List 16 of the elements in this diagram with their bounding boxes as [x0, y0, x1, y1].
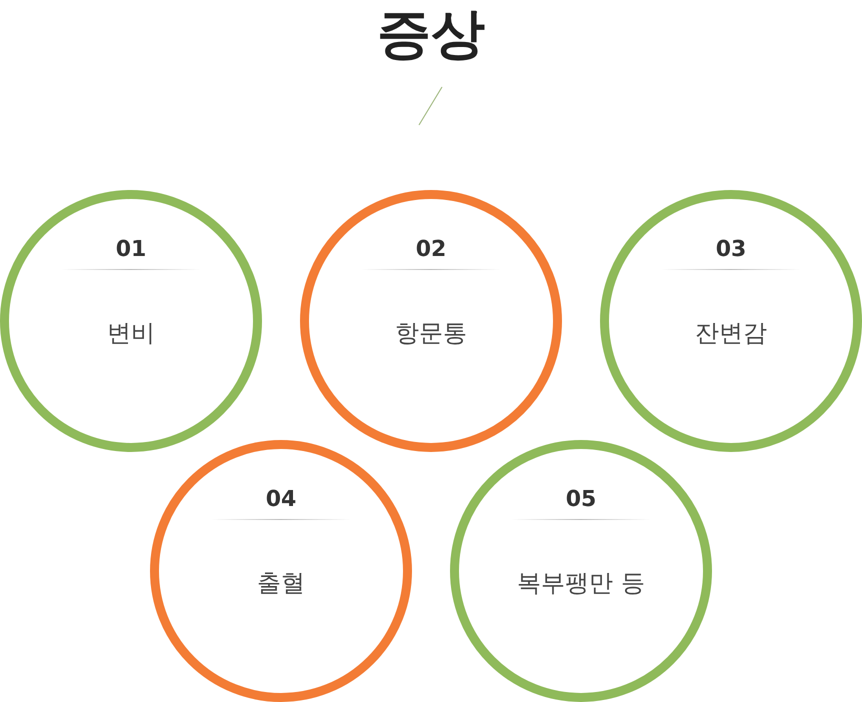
- step-number: 05: [566, 487, 596, 512]
- circle-node: [300, 190, 562, 452]
- symptom-label: 잔변감: [695, 318, 767, 349]
- circle-node: [600, 190, 862, 452]
- step-number: 03: [716, 237, 746, 262]
- step-number: 04: [266, 487, 296, 512]
- step-number: 02: [416, 237, 446, 262]
- symptom-label: 항문통: [395, 318, 467, 349]
- circle-node: [450, 440, 712, 702]
- symptom-label: 출혈: [257, 568, 305, 599]
- circle-node: [0, 190, 262, 452]
- title: 증상: [377, 1, 485, 67]
- symptom-label: 복부팽만 등: [517, 568, 645, 599]
- step-number: 01: [116, 237, 146, 262]
- circle-node: [150, 440, 412, 702]
- symptom-label: 변비: [107, 318, 155, 349]
